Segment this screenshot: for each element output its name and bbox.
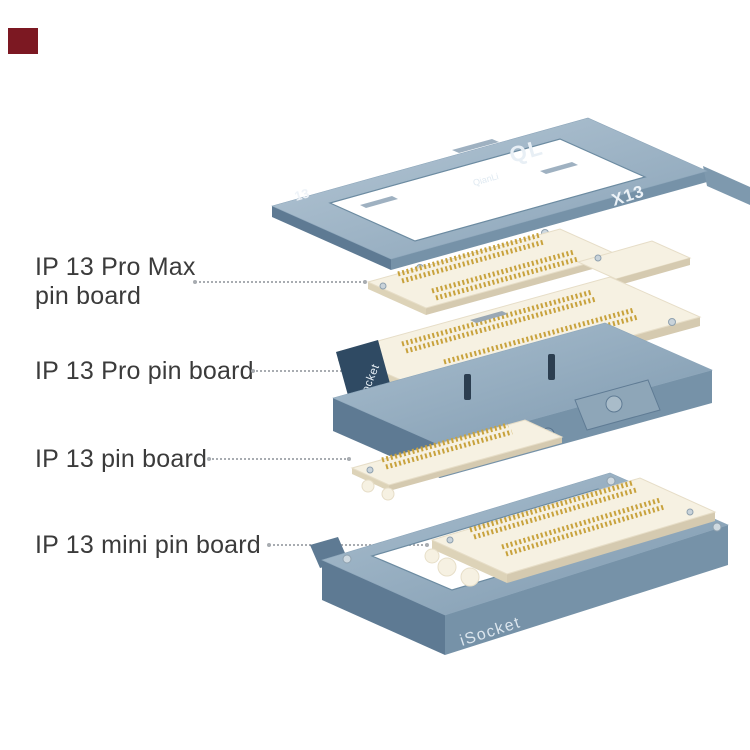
label-mini-pin-board: IP 13 mini pin board (35, 531, 261, 560)
label-line: IP 13 Pro pin board (35, 357, 254, 385)
screw (446, 536, 454, 544)
label-line: IP 13 mini pin board (35, 531, 261, 559)
frame-arm (703, 166, 750, 205)
ip13-pin-board (350, 419, 564, 501)
label-line: pin board (35, 282, 142, 310)
board-edge (507, 512, 715, 583)
frame-edge-right (391, 171, 707, 270)
pin-rows (381, 422, 513, 470)
board-top (336, 276, 702, 393)
base-face-right (445, 525, 728, 655)
board-edge (426, 255, 618, 315)
board-tab (381, 487, 395, 501)
base-face-left (322, 560, 445, 655)
pro-max-pin-board (366, 228, 692, 315)
leader-line-promax (193, 280, 367, 284)
board-tab (437, 557, 457, 577)
mini-pin-board (424, 477, 717, 587)
label-13-pin-board: IP 13 pin board (35, 445, 207, 474)
top-frame: 13 QL QianLi X13 (271, 117, 750, 270)
board-edge (368, 282, 426, 315)
screw (342, 554, 352, 564)
screw (668, 318, 676, 326)
frame-slot (452, 139, 499, 153)
board-tab (361, 479, 375, 493)
base-frame: iSocket (310, 472, 729, 655)
frame-brand-marking: QianLi (472, 171, 500, 188)
board-tab (460, 567, 480, 587)
pin-rows (469, 480, 665, 557)
board-edge (432, 540, 507, 583)
alignment-post (548, 354, 555, 380)
leader-line-13 (207, 457, 351, 461)
board-top (350, 419, 564, 486)
screw (379, 282, 387, 290)
screw (712, 522, 722, 532)
label-line: IP 13 Pro Max (35, 253, 196, 281)
label-promax-pin-board: IP 13 Pro Max pin board (35, 253, 196, 311)
leader-line-mini (267, 543, 429, 547)
frame-slot (360, 196, 398, 208)
frame-inner-rim (328, 138, 647, 242)
screw (594, 254, 602, 262)
board-edge (616, 258, 690, 286)
pin-rows (397, 232, 579, 301)
label-pro-pin-board: IP 13 Pro pin board (35, 357, 254, 386)
connector-block (470, 311, 508, 323)
board-tab (424, 548, 440, 564)
screw (366, 466, 374, 474)
screw (686, 508, 694, 516)
frame-edge-left (272, 206, 391, 270)
latch-knob (605, 395, 623, 413)
screw (606, 476, 616, 486)
board-edge (352, 468, 389, 491)
fixture-top-face (332, 322, 713, 446)
alignment-post (464, 374, 471, 400)
label-line: IP 13 pin board (35, 445, 208, 473)
board-edge (389, 437, 562, 491)
frame-slot (540, 162, 578, 174)
frame-corner-marking: 13 (293, 185, 311, 203)
brand-logo-mark (8, 28, 38, 54)
